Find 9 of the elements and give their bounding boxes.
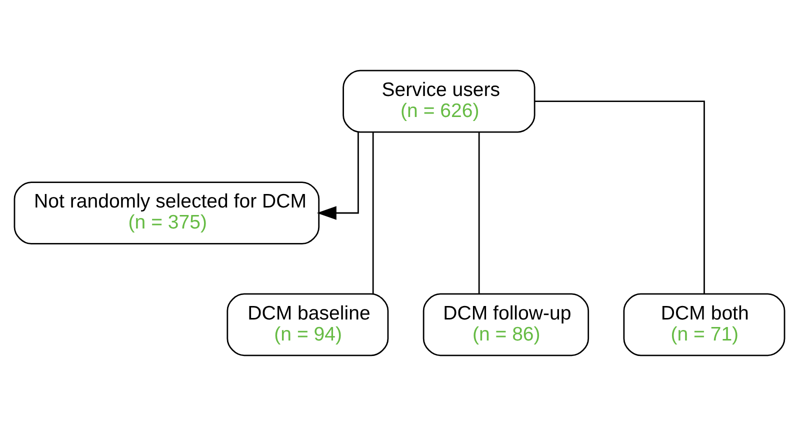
node-box: DCM both (n = 71)	[623, 293, 786, 356]
arrow	[316, 132, 359, 220]
connector	[372, 132, 374, 294]
node-box: Not randomly selected for DCM (n = 375)	[14, 182, 320, 244]
node-box: DCM baseline (n = 94)	[226, 293, 389, 356]
node-box: Service users (n = 626)	[342, 70, 536, 133]
connector	[534, 100, 705, 294]
connector	[478, 132, 480, 294]
node-box: DCM follow-up (n = 86)	[422, 293, 590, 356]
